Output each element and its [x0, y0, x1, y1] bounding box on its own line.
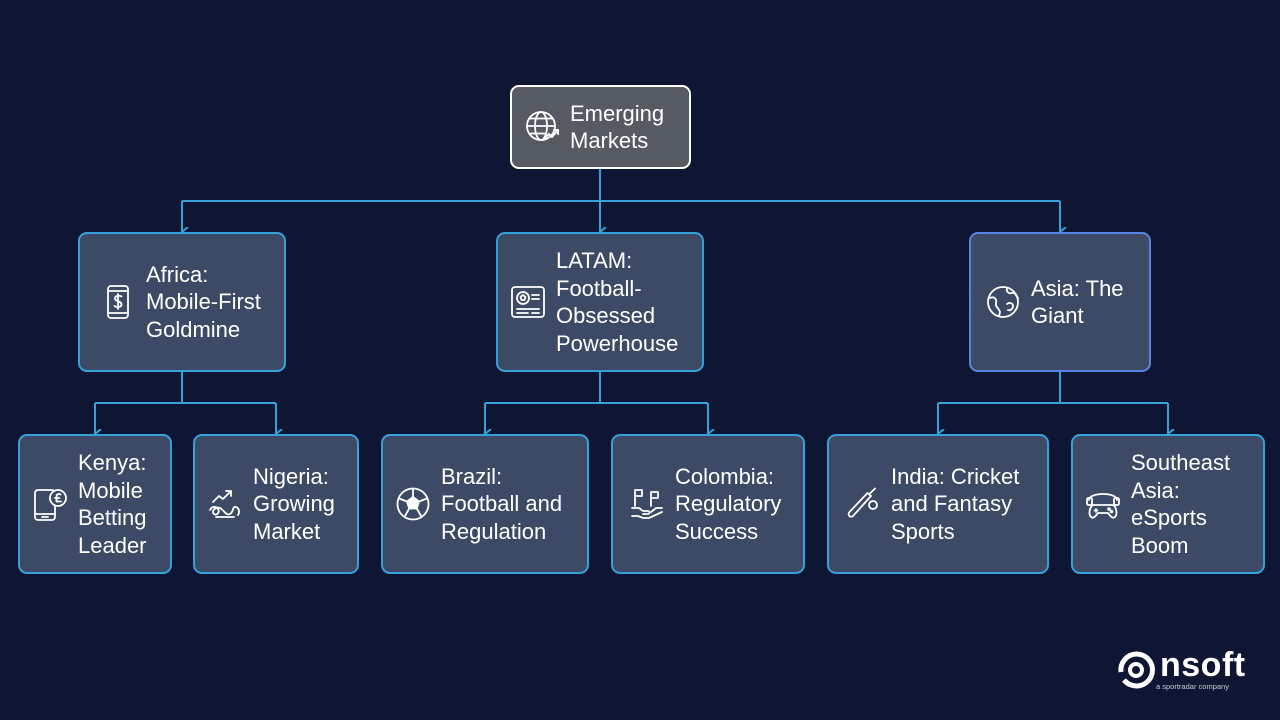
market-label-kenya: Kenya: Mobile Betting Leader [78, 450, 147, 558]
connector-asia-bus [938, 371, 1168, 404]
market-node-southeast-asia: Southeast Asia: eSports Boom [1071, 434, 1265, 574]
mobile-pound-icon [32, 486, 68, 522]
handshake-flags-icon [629, 486, 665, 522]
brand-name: nsoft [1160, 646, 1246, 684]
root-node-emerging-markets: Emerging Markets [510, 85, 691, 169]
brand-logo: nsoft a sportradar company [1116, 646, 1256, 694]
market-node-brazil: Brazil: Football and Regulation [381, 434, 589, 574]
region-label-asia: Asia: The Giant [1031, 275, 1124, 329]
market-node-nigeria: Nigeria: Growing Market [193, 434, 359, 574]
growth-chart-icon [207, 486, 243, 522]
mobile-dollar-icon [100, 284, 136, 320]
cricket-bat-icon [845, 486, 881, 522]
market-label-india: India: Cricket and Fantasy Sports [891, 463, 1020, 544]
nsoft-logo-icon [1116, 650, 1156, 690]
market-label-colombia: Colombia: Regulatory Success [675, 463, 782, 544]
connector-latam-bus [485, 371, 708, 404]
globe-trend-icon [524, 109, 560, 145]
connector-root-bus [182, 168, 1060, 202]
region-node-asia: Asia: The Giant [969, 232, 1151, 372]
region-label-africa: Africa: Mobile-First Goldmine [146, 261, 261, 342]
football-icon [395, 486, 431, 522]
market-node-india: India: Cricket and Fantasy Sports [827, 434, 1049, 574]
globe-asia-icon [985, 284, 1021, 320]
market-node-kenya: Kenya: Mobile Betting Leader [18, 434, 172, 574]
root-label-line2: Markets [570, 128, 649, 153]
market-label-brazil: Brazil: Football and Regulation [441, 463, 563, 544]
football-screen-icon [510, 284, 546, 320]
region-node-africa: Africa: Mobile-First Goldmine [78, 232, 286, 372]
root-label-line1: Emerging [570, 100, 665, 126]
region-node-latam: LATAM: Football-Obsessed Powerhouse [496, 232, 704, 372]
market-node-colombia: Colombia: Regulatory Success [611, 434, 805, 574]
market-label-southeast-asia: Southeast Asia: eSports Boom [1131, 450, 1231, 558]
region-label-latam: LATAM: Football-Obsessed Powerhouse [556, 248, 679, 356]
brand-tagline: a sportradar company [1156, 682, 1229, 691]
market-label-nigeria: Nigeria: Growing Market [253, 463, 335, 544]
connector-africa-bus [95, 371, 276, 404]
gamepad-headset-icon [1085, 486, 1121, 522]
